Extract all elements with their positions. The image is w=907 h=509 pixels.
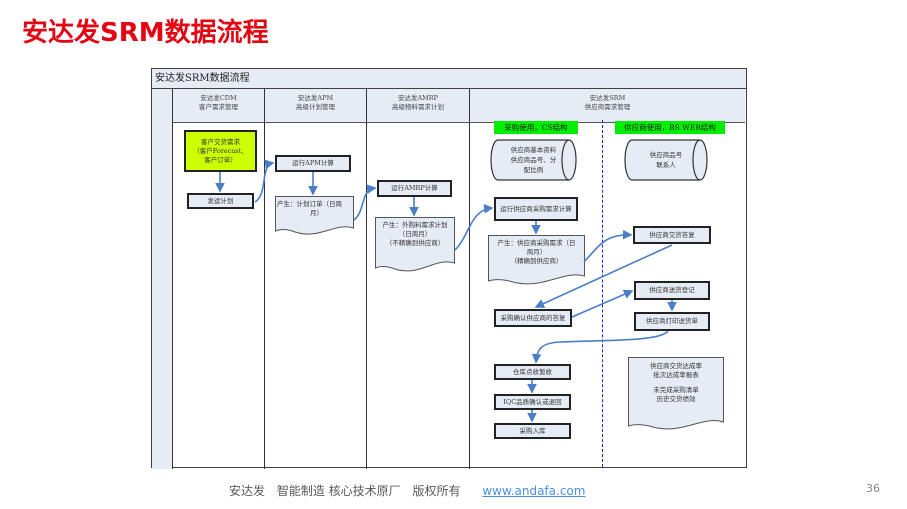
lane-header-cdm: 安达发CDM 客户需求管理 (173, 89, 265, 123)
supplier-master-db: 供应商基本资料 供应商品号、分 配比例 (490, 139, 577, 181)
lane-header-srm: 安达发SRM 供应商需求管理 (470, 89, 745, 123)
lane-cdm-name: 安达发CDM (200, 94, 237, 102)
amrp-output-doc: 产生：外购料需求计划 （日周月） （不精确到供应商） (375, 217, 455, 273)
page-number: 36 (866, 482, 880, 495)
side-strip (152, 89, 173, 469)
customer-demand-node: 客户交货需求 （客户Forecast、 客户订单） (184, 130, 257, 172)
warehouse-receive-node: 仓库点收暂收 (494, 364, 571, 380)
run-apm-node: 运行APM计算 (275, 155, 351, 172)
footer-company: 安达发 (229, 484, 266, 498)
purchase-stock-in-node: 采购入库 (494, 423, 571, 439)
node-text: 客户订单） (204, 155, 237, 164)
doc-text: 产生：供应商采购需求（日 (497, 239, 576, 247)
doc-text: 批次达成率报表 (653, 371, 699, 379)
doc-text: 产生：外购料需求计划 (382, 221, 448, 229)
cs-bs-divider (602, 120, 603, 467)
page-title: 安达发SRM数据流程 (22, 18, 269, 48)
run-supplier-calc-node: 运行供应商采购需求计算 (494, 197, 578, 221)
footer-website-link[interactable]: www.andafa.com (482, 484, 586, 498)
doc-text: 未完成采购清单 (653, 386, 699, 394)
apm-output-doc: 产生：计划订单（日周 月） (275, 196, 354, 236)
node-text: （客户Forecast、 (193, 146, 248, 155)
db-text: 供应商品号 (649, 151, 683, 159)
doc-text: 历史交货绩效 (656, 395, 696, 403)
lane-amrp-name: 安达发AMRP (397, 94, 439, 102)
lane-header-apm: 安达发APM 高级计划管理 (265, 89, 367, 123)
run-amrp-node: 运行AMRP计算 (377, 180, 452, 197)
lane-amrp-desc: 高级物料需求计划 (392, 103, 444, 111)
footer: 安达发 智能制造 核心技术原厂 版权所有 www.andafa.com (229, 482, 585, 499)
lane-divider (469, 123, 470, 469)
doc-text: 周月） (526, 248, 547, 256)
lane-cdm-desc: 客户需求管理 (199, 103, 238, 111)
lane-header-amrp: 安达发AMRP 高级物料需求计划 (367, 89, 470, 123)
doc-text: （日周月） (398, 230, 432, 238)
supplier-ship-register-node: 供应商送货登记 (634, 281, 710, 300)
doc-text: 月） (310, 209, 323, 217)
ship-plan-node: 发运计划 (187, 193, 254, 209)
footer-rights: 版权所有 (412, 484, 461, 498)
db-text: 配比例 (523, 166, 544, 174)
db-text: 供应商基本资料 (510, 146, 557, 154)
footer-slogan: 智能制造 核心技术原厂 (276, 484, 401, 498)
db-text: 联系人 (656, 161, 676, 169)
supplier-delivery-reply-node: 供应商交货答复 (633, 226, 711, 244)
supplier-part-db: 供应商品号 联系人 (624, 139, 708, 181)
diagram-title: 安达发SRM数据流程 (152, 69, 746, 89)
iqc-check-node: IQC品质确认或退回 (494, 394, 571, 410)
cs-structure-tag: 采购使用，CS结构 (494, 121, 578, 134)
supplier-req-output-doc: 产生：供应商采购需求（日 周月） （精确到供应商） (488, 235, 585, 285)
db-text: 供应商品号、分 (510, 156, 557, 164)
bs-structure-tag: 供应商使用，BS WEB结构 (615, 121, 725, 134)
node-text: 客户交货需求 (201, 137, 240, 146)
lane-divider (264, 123, 265, 469)
lane-divider (366, 123, 367, 469)
lane-apm-desc: 高级计划管理 (296, 103, 335, 111)
doc-text: 供应商交货达成率 (650, 362, 702, 370)
doc-text: （不精确到供应商） (385, 239, 445, 247)
doc-text: （精确到供应商） (510, 257, 563, 265)
lane-srm-name: 安达发SRM (589, 94, 626, 102)
purchase-confirm-node: 采购确认供应商的答复 (494, 309, 572, 327)
reports-doc: 供应商交货达成率 批次达成率报表 未完成采购清单 历史交货绩效 (628, 357, 724, 432)
supplier-print-note-node: 供应商打印送货单 (634, 312, 710, 331)
lane-srm-desc: 供应商需求管理 (584, 103, 631, 111)
doc-text: 产生：计划订单（日周 (277, 200, 342, 208)
lane-apm-name: 安达发APM (297, 94, 334, 102)
